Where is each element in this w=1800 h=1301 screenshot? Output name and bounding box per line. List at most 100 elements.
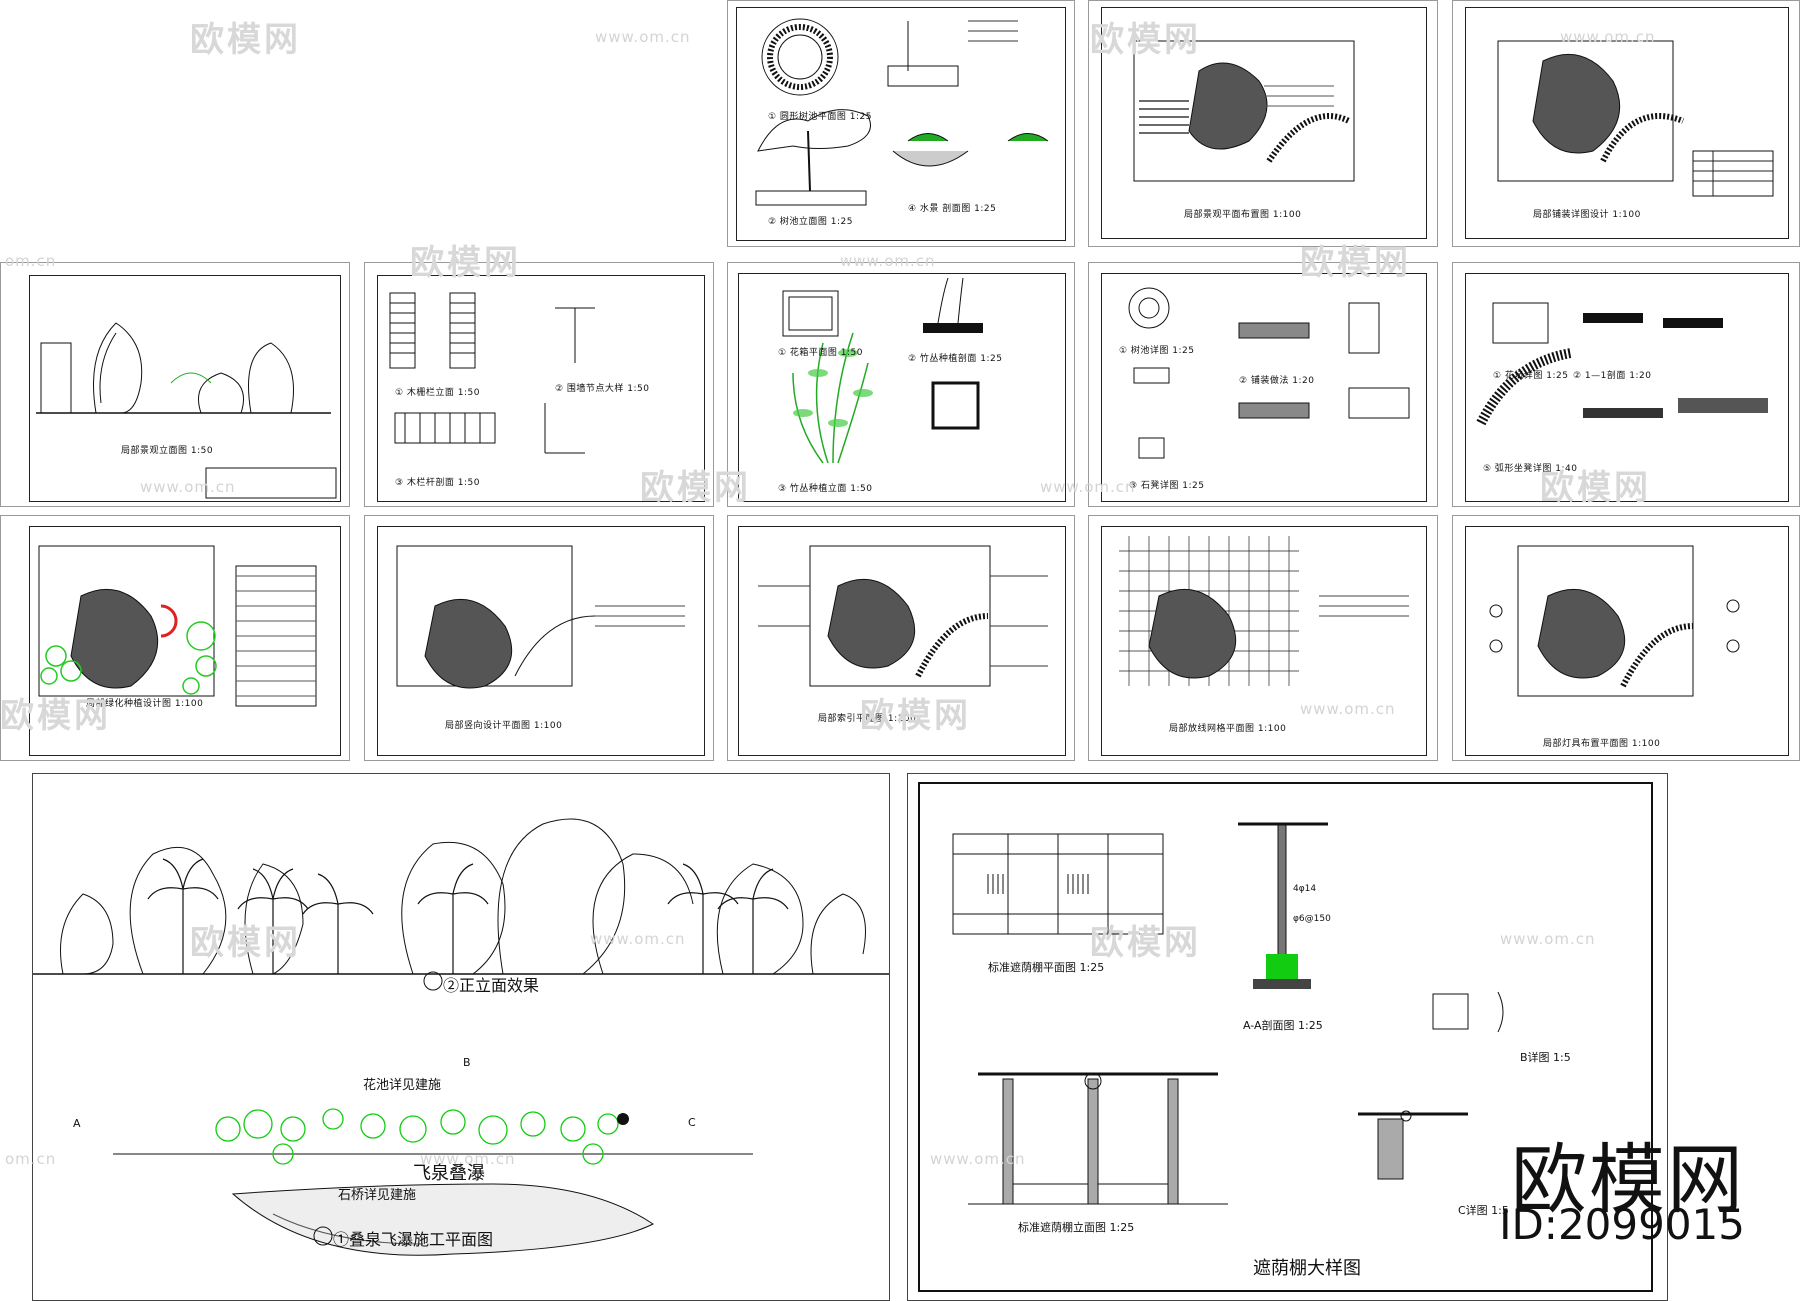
sheet-paving-details: ① 树池详图 1:25 ② 铺装做法 1:20 ③ 石凳详图 1:25 — [1088, 262, 1438, 507]
sheet-frame — [1101, 273, 1427, 502]
caption: 局部灯具布置平面图 1:100 — [1543, 739, 1661, 749]
drawing-bench — [1476, 302, 1768, 426]
drawing-elevation — [36, 322, 337, 499]
pergola-title: 遮荫棚大样图 — [1253, 1258, 1361, 1279]
sheet-frame — [1465, 7, 1789, 239]
watermark-url: www.om.cn — [840, 252, 936, 270]
caption: ② 竹丛种植剖面 1:25 — [908, 354, 1003, 364]
sheet-index-plan: 局部索引平面图 1:100 — [727, 515, 1075, 761]
caption: 局部放线网格平面图 1:100 — [1169, 724, 1287, 734]
section-caption: A-A剖面图 1:25 — [1243, 1019, 1323, 1032]
caption: 局部绿化种植设计图 1:100 — [86, 699, 204, 709]
sheet-frame — [377, 526, 705, 756]
sheet-frame — [29, 526, 341, 756]
caption: ① 木栅栏立面 1:50 — [395, 388, 481, 398]
drawing-tree-pool — [755, 18, 1049, 206]
sheet-planting-plan: 局部绿化种植设计图 1:100 — [0, 515, 350, 761]
watermark-url: www.om.cn — [1040, 478, 1136, 496]
elevation-caption: 标准遮荫棚立面图 1:25 — [1018, 1221, 1135, 1234]
watermark-logo: 欧模网 — [190, 923, 301, 963]
caption: ④ 水景 剖面图 1:25 — [908, 204, 997, 214]
sheet-frame — [29, 275, 341, 502]
section-mark-a: A — [73, 1117, 81, 1130]
watermark-url: www.om.cn — [420, 1150, 516, 1168]
caption: ① 树池详图 1:25 — [1119, 346, 1195, 356]
watermark-url: om.cn — [5, 252, 57, 270]
section-mark-b: B — [463, 1056, 471, 1069]
drawing-plan — [1133, 40, 1355, 182]
watermark-logo: 欧模网 — [1300, 243, 1411, 283]
watermark-url: www.om.cn — [1300, 700, 1396, 718]
drawing-planting — [38, 545, 317, 707]
stirrup-note: φ6@150 — [1293, 914, 1331, 924]
label-waterfall: 飞泉叠瀑 — [413, 1163, 485, 1184]
sheet-paving-plan: 局部铺装详图设计 1:100 — [1452, 0, 1800, 247]
elevation-title: ②正立面效果 — [443, 976, 540, 995]
sheet-frame — [738, 526, 1066, 756]
drawing-planter — [782, 277, 983, 464]
sheet-frame — [918, 782, 1653, 1292]
caption: ③ 竹丛种植立面 1:50 — [778, 484, 873, 494]
watermark-logo: 欧模网 — [1090, 923, 1201, 963]
watermark-url: www.om.cn — [590, 930, 686, 948]
sheet-waterfall: ②正立面效果 ①叠泉飞瀑施工平面图 花池详见建施 石桥详见建施 飞泉叠瀑 A B… — [32, 773, 890, 1301]
brand-id: ID:2099015 — [1499, 1200, 1745, 1249]
sheet-lighting-plan: 局部灯具布置平面图 1:100 — [1452, 515, 1800, 761]
rebar-note: 4φ14 — [1293, 884, 1317, 894]
plan-title: ①叠泉飞瀑施工平面图 — [333, 1230, 494, 1249]
watermark-logo: 欧模网 — [640, 468, 751, 508]
drawing-pergola — [952, 822, 1504, 1205]
caption: ② 1—1剖面 1:20 — [1573, 371, 1652, 381]
sheet-frame — [1101, 526, 1427, 756]
caption: ① 花坛详图 1:25 — [1493, 371, 1569, 381]
sheet-grading-plan: 局部竖向设计平面图 1:100 — [364, 515, 714, 761]
watermark-url: www.om.cn — [1500, 930, 1596, 948]
sheet-frame — [1465, 526, 1789, 756]
brand-name: 欧模网 — [1511, 1135, 1745, 1224]
drawing-paving-details — [1128, 287, 1410, 459]
caption: ② 树池立面图 1:25 — [768, 217, 854, 227]
caption: 局部铺装详图设计 1:100 — [1533, 210, 1641, 220]
drawing-fence — [389, 292, 595, 454]
watermark-url: om.cn — [5, 1150, 57, 1168]
sheet-frame — [1465, 273, 1789, 502]
drawing-index — [758, 545, 1048, 687]
drawing-lighting — [1489, 545, 1740, 697]
caption: ③ 木栏杆剖面 1:50 — [395, 478, 481, 488]
caption: ① 花箱平面图 1:50 — [778, 348, 864, 358]
sheet-frame — [738, 273, 1066, 502]
drawing-waterfall-elevation — [33, 818, 889, 1256]
watermark-url: www.om.cn — [1560, 28, 1656, 46]
watermark-url: www.om.cn — [595, 28, 691, 46]
label-stone-bridge: 石桥详见建施 — [338, 1188, 417, 1203]
drawing-grading — [396, 545, 685, 689]
drawing-grid — [1119, 536, 1409, 686]
watermark-logo: 欧模网 — [410, 243, 521, 283]
caption: 局部竖向设计平面图 1:100 — [445, 721, 563, 731]
c-detail-caption: C详图 1:5 — [1458, 1204, 1509, 1217]
sheet-frame — [1101, 7, 1427, 239]
watermark-logo: 欧模网 — [1540, 468, 1651, 508]
b-detail-caption: B详图 1:5 — [1520, 1051, 1571, 1064]
caption: 局部景观立面图 1:50 — [121, 446, 214, 456]
label-flower-pool: 花池详见建施 — [363, 1078, 442, 1093]
drawing-paving — [1497, 40, 1774, 197]
caption: ③ 石凳详图 1:25 — [1129, 481, 1205, 491]
caption: ② 铺装做法 1:20 — [1239, 376, 1315, 386]
caption: ⑤ 弧形坐凳详图 1:40 — [1483, 464, 1578, 474]
sheet-layout-plan: 局部景观平面布置图 1:100 — [1088, 0, 1438, 247]
caption: 局部索引平面图 1:100 — [818, 714, 917, 724]
section-mark-c: C — [688, 1116, 696, 1129]
caption: ① 圆形树池平面图 1:25 — [768, 112, 873, 122]
watermark-url: www.om.cn — [140, 478, 236, 496]
sheet-grid-plan: 局部放线网格平面图 1:100 — [1088, 515, 1438, 761]
watermark-logo: 欧模网 — [860, 696, 971, 736]
watermark-logo: 欧模网 — [1090, 20, 1201, 60]
sheet-tree-pool-details: ① 圆形树池平面图 1:25 ② 树池立面图 1:25 ④ 水景 剖面图 1:2… — [727, 0, 1075, 247]
plan-caption: 标准遮荫棚平面图 1:25 — [988, 961, 1105, 974]
sheet-frame — [377, 275, 705, 502]
sheet-planter-details: ① 花箱平面图 1:50 ② 竹丛种植剖面 1:25 ③ 竹丛种植立面 1:50 — [727, 262, 1075, 507]
sheet-fence-details: ① 木栅栏立面 1:50 ② 围墙节点大样 1:50 ③ 木栏杆剖面 1:50 — [364, 262, 714, 507]
sheet-frame — [736, 7, 1066, 241]
sheet-bench-details: ① 花坛详图 1:25 ② 1—1剖面 1:20 ⑤ 弧形坐凳详图 1:40 — [1452, 262, 1800, 507]
